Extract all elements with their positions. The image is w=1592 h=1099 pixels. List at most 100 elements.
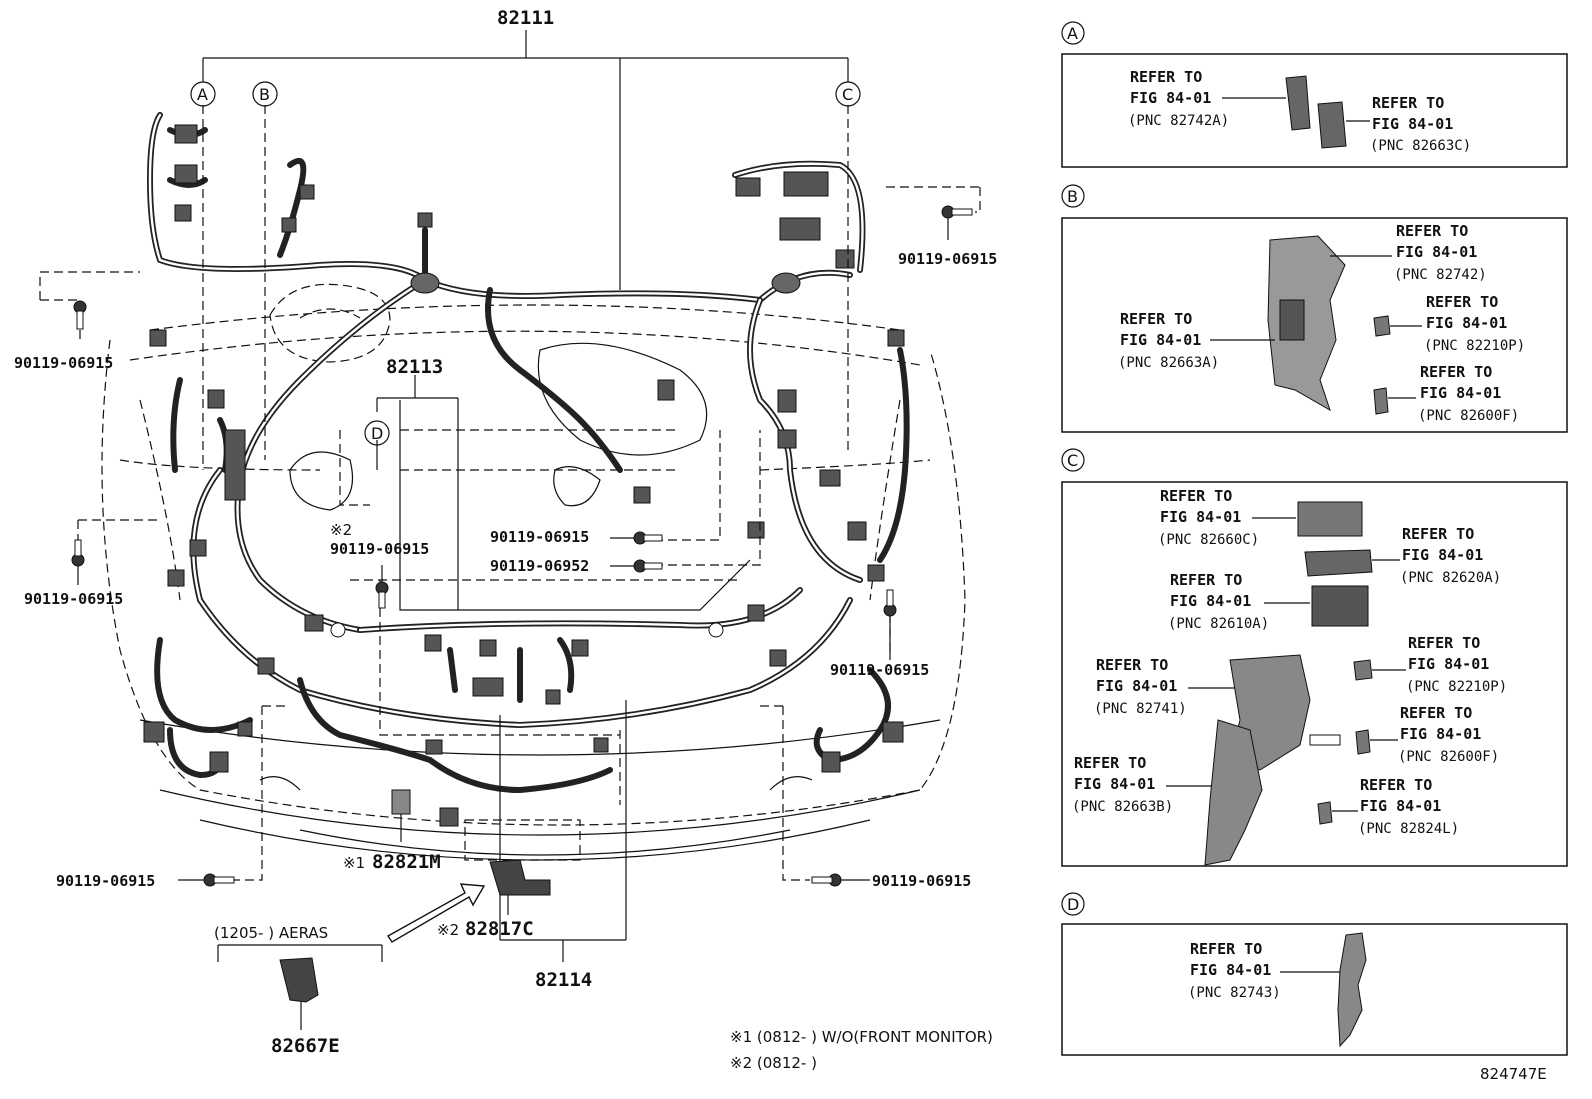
note-mark-1: ※1 bbox=[343, 854, 365, 872]
panel-c-ref6-line1: REFER TO bbox=[1400, 704, 1472, 722]
vehicle-body-outline bbox=[101, 283, 966, 861]
note-mark-2-bolt: ※2 bbox=[330, 521, 352, 539]
panel-c-ref5-line1: REFER TO bbox=[1096, 656, 1168, 674]
bolt-label-center-2: 90119-06952 bbox=[490, 557, 589, 575]
panel-c-letter: C bbox=[1067, 451, 1078, 470]
panel-c-ref7-line1: REFER TO bbox=[1074, 754, 1146, 772]
bolt-icon bbox=[941, 205, 973, 240]
leader-82111 bbox=[202, 30, 849, 290]
panel-a-ref1-line1: REFER TO bbox=[1130, 68, 1202, 86]
main-labels: 82111 82113 82114 82667E ※1 82821M ※2 82… bbox=[14, 7, 1547, 1083]
panel-d-ref1-line1: REFER TO bbox=[1190, 940, 1262, 958]
bolt-label-center-1: 90119-06915 bbox=[490, 528, 589, 546]
panel-b-ref4-line2: FIG 84-01 bbox=[1420, 384, 1501, 402]
panel-c-ref5-line2: FIG 84-01 bbox=[1096, 677, 1177, 695]
diagram-id: 824747E bbox=[1480, 1065, 1547, 1083]
part-82821m bbox=[391, 789, 411, 842]
panel-b-ref4-line1: REFER TO bbox=[1420, 363, 1492, 381]
panel-c-ref4-line2: FIG 84-01 bbox=[1408, 655, 1489, 673]
leader-82113 bbox=[376, 375, 459, 610]
bolt-icon bbox=[883, 589, 897, 656]
footnote-1: ※1 (0812- ) W/O(FRONT MONITOR) bbox=[730, 1028, 993, 1046]
aeras-label: (1205- ) AERAS bbox=[214, 924, 328, 942]
bolt-icon bbox=[610, 531, 663, 545]
bolt-icon bbox=[610, 559, 663, 573]
panel-c-ref8-line3: (PNC 82824L) bbox=[1358, 821, 1459, 837]
bolt-label-center-3: 90119-06915 bbox=[330, 540, 429, 558]
bolts bbox=[71, 205, 973, 887]
detail-panel-d: D REFER TO FIG 84-01 (PNC 82743) bbox=[1061, 892, 1568, 1056]
panel-c-ref2-line1: REFER TO bbox=[1402, 525, 1474, 543]
detail-panel-a: A REFER TO FIG 84-01 (PNC 82742A) REFER … bbox=[1061, 21, 1568, 168]
panel-c-ref4-line1: REFER TO bbox=[1408, 634, 1480, 652]
part-number-82667e: 82667E bbox=[271, 1035, 340, 1057]
bolt-label-bottom-right: 90119-06915 bbox=[872, 872, 971, 890]
panel-a-ref2-line1: REFER TO bbox=[1372, 94, 1444, 112]
dashed-leaders bbox=[39, 105, 981, 881]
bolt-label-top-right: 90119-06915 bbox=[898, 250, 997, 268]
panel-b-ref2-line3: (PNC 82663A) bbox=[1118, 355, 1219, 371]
panel-b-letter: B bbox=[1067, 187, 1078, 206]
panel-b-ref1-line3: (PNC 82742) bbox=[1394, 267, 1487, 283]
panel-c-ref1-line2: FIG 84-01 bbox=[1160, 508, 1241, 526]
part-number-82113: 82113 bbox=[386, 356, 443, 378]
callout-markers bbox=[190, 81, 861, 446]
callout-a: A bbox=[197, 85, 208, 104]
detail-panel-b: B REFER TO FIG 84-01 (PNC 82742) REFER T… bbox=[1061, 184, 1568, 433]
panel-b-ref3-line3: (PNC 82210P) bbox=[1424, 338, 1525, 354]
panel-d-ref1-line3: (PNC 82743) bbox=[1188, 985, 1281, 1001]
part-number-82821m: 82821M bbox=[372, 851, 441, 873]
panel-c-ref3-line1: REFER TO bbox=[1170, 571, 1242, 589]
part-number-82111: 82111 bbox=[497, 7, 554, 29]
panel-c-ref8-line2: FIG 84-01 bbox=[1360, 797, 1441, 815]
footnote-2: ※2 (0812- ) bbox=[730, 1054, 817, 1072]
panel-b-ref2-line1: REFER TO bbox=[1120, 310, 1192, 328]
panel-c-ref4-line3: (PNC 82210P) bbox=[1406, 679, 1507, 695]
panel-b-ref3-line2: FIG 84-01 bbox=[1426, 314, 1507, 332]
panel-b-ref2-line2: FIG 84-01 bbox=[1120, 331, 1201, 349]
panel-c-ref3-line2: FIG 84-01 bbox=[1170, 592, 1251, 610]
leader-82114 bbox=[499, 700, 627, 962]
aeras-arrow bbox=[386, 883, 486, 943]
panel-c-ref5-line3: (PNC 82741) bbox=[1094, 701, 1187, 717]
panel-c-ref3-line3: (PNC 82610A) bbox=[1168, 616, 1269, 632]
panel-a-ref2-line2: FIG 84-01 bbox=[1372, 115, 1453, 133]
panel-c-ref7-line3: (PNC 82663B) bbox=[1072, 799, 1173, 815]
bolt-icon bbox=[71, 539, 85, 585]
bolt-label-mid-right: 90119-06915 bbox=[830, 661, 929, 679]
note-mark-2: ※2 bbox=[437, 921, 459, 939]
bolt-icon bbox=[375, 565, 389, 609]
panel-c-ref7-line2: FIG 84-01 bbox=[1074, 775, 1155, 793]
panel-c-ref2-line2: FIG 84-01 bbox=[1402, 546, 1483, 564]
panel-b-ref1-line2: FIG 84-01 bbox=[1396, 243, 1477, 261]
part-number-82114: 82114 bbox=[535, 969, 592, 991]
panel-d-ref1-line2: FIG 84-01 bbox=[1190, 961, 1271, 979]
panel-c-ref6-line2: FIG 84-01 bbox=[1400, 725, 1481, 743]
part-number-82817c: 82817C bbox=[465, 918, 534, 940]
bolt-label-top-left: 90119-06915 bbox=[14, 354, 113, 372]
panel-c-ref8-line1: REFER TO bbox=[1360, 776, 1432, 794]
panel-a-ref1-line3: (PNC 82742A) bbox=[1128, 113, 1229, 129]
engine-wire-harness bbox=[146, 112, 910, 794]
bolt-icon bbox=[73, 300, 87, 330]
panel-c-ref1-line3: (PNC 82660C) bbox=[1158, 532, 1259, 548]
detail-panel-c: C REFER TO FIG 84-01 (PNC 82660C) REFER … bbox=[1061, 448, 1568, 867]
panel-a-letter: A bbox=[1067, 24, 1078, 43]
bolt-label-mid-left: 90119-06915 bbox=[24, 590, 123, 608]
panel-b-ref1-line1: REFER TO bbox=[1396, 222, 1468, 240]
panel-b-ref4-line3: (PNC 82600F) bbox=[1418, 408, 1519, 424]
panel-b-ref3-line1: REFER TO bbox=[1426, 293, 1498, 311]
panel-a-ref1-line2: FIG 84-01 bbox=[1130, 89, 1211, 107]
part-82817c bbox=[489, 859, 551, 915]
bolt-icon bbox=[811, 873, 870, 887]
leader-aeras bbox=[217, 944, 383, 962]
part-82667e bbox=[279, 957, 319, 1030]
callout-b: B bbox=[259, 85, 270, 104]
callout-c: C bbox=[842, 85, 853, 104]
callout-d: D bbox=[371, 424, 383, 443]
bolt-label-bottom-left: 90119-06915 bbox=[56, 872, 155, 890]
panel-a-ref2-line3: (PNC 82663C) bbox=[1370, 138, 1471, 154]
panel-d-letter: D bbox=[1067, 895, 1079, 914]
bolt-icon bbox=[178, 873, 235, 887]
